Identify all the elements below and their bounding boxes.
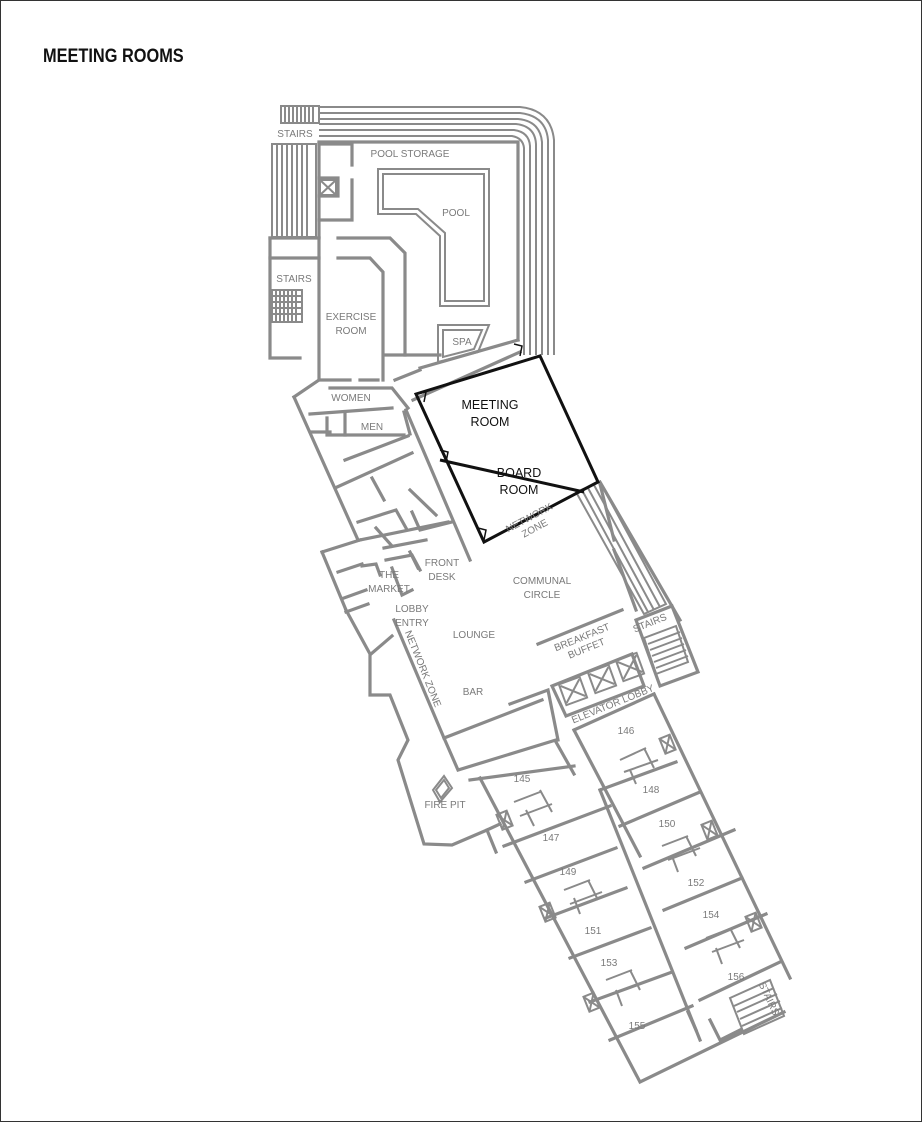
room-number: 145: [514, 774, 531, 785]
label-pool: POOL: [442, 208, 470, 219]
pool-storage-walls: [317, 142, 354, 239]
lounge-walls: [441, 482, 647, 782]
stairs-left-top: [271, 143, 317, 238]
label-board-1: BOARD: [497, 466, 541, 480]
stairs-left-mid: [271, 289, 303, 323]
lobby-walls: [319, 349, 523, 741]
room-number: 155: [629, 1021, 646, 1032]
guest-wing-walls: [477, 691, 793, 1085]
room-number: 146: [618, 726, 635, 737]
stairs-top: [280, 105, 320, 124]
label-men: MEN: [361, 422, 383, 433]
label-exercise-2: ROOM: [335, 326, 366, 337]
label-market-2: MARKET: [368, 584, 410, 595]
room-number: 156: [728, 972, 745, 983]
label-meeting-1: MEETING: [462, 398, 519, 412]
room-number: 152: [688, 878, 705, 889]
label-lounge: LOUNGE: [453, 630, 496, 641]
label-meeting-2: ROOM: [471, 415, 510, 429]
label-exercise-1: EXERCISE: [326, 312, 377, 323]
room-number: 148: [643, 785, 660, 796]
pool-deck-edge: [317, 106, 555, 355]
stairs-mid-right: [574, 479, 701, 689]
page-title: MEETING ROOMS: [43, 46, 184, 67]
label-lobby-1: LOBBY: [395, 604, 429, 615]
label-bar: BAR: [463, 687, 484, 698]
restroom-walls: [291, 377, 412, 543]
label-communal-2: CIRCLE: [524, 590, 561, 601]
label-network-zone-2: NETWORK ZONE: [402, 629, 443, 709]
guest-room-baths: [495, 733, 763, 1013]
label-market-1: THE: [379, 570, 399, 581]
exercise-area-walls: [268, 236, 520, 383]
label-stairs-left: STAIRS: [276, 274, 312, 285]
elevators: [557, 651, 646, 707]
room-number: 151: [585, 926, 602, 937]
room-number: 147: [543, 833, 560, 844]
room-number: 153: [601, 958, 618, 969]
room-number: 154: [703, 910, 720, 921]
label-stairs-top: STAIRS: [277, 129, 313, 140]
label-board-2: ROOM: [500, 483, 539, 497]
label-spa: SPA: [452, 337, 472, 348]
label-communal-1: COMMUNAL: [513, 576, 572, 587]
stairs-bottom: [728, 978, 786, 1036]
room-number: 149: [560, 867, 577, 878]
meeting-room-outline: [413, 343, 600, 545]
west-rooms-walls: [332, 433, 454, 550]
label-front-desk-1: FRONT: [425, 558, 459, 569]
label-front-desk-2: DESK: [428, 572, 456, 583]
label-pool-storage: POOL STORAGE: [371, 149, 450, 160]
label-fire-pit: FIRE PIT: [424, 800, 465, 811]
label-lobby-2: ENTRY: [395, 618, 429, 629]
label-women: WOMEN: [331, 393, 370, 404]
pool-shape: [377, 168, 490, 307]
exterior-walls-west: [343, 607, 503, 855]
room-number: 150: [659, 819, 676, 830]
